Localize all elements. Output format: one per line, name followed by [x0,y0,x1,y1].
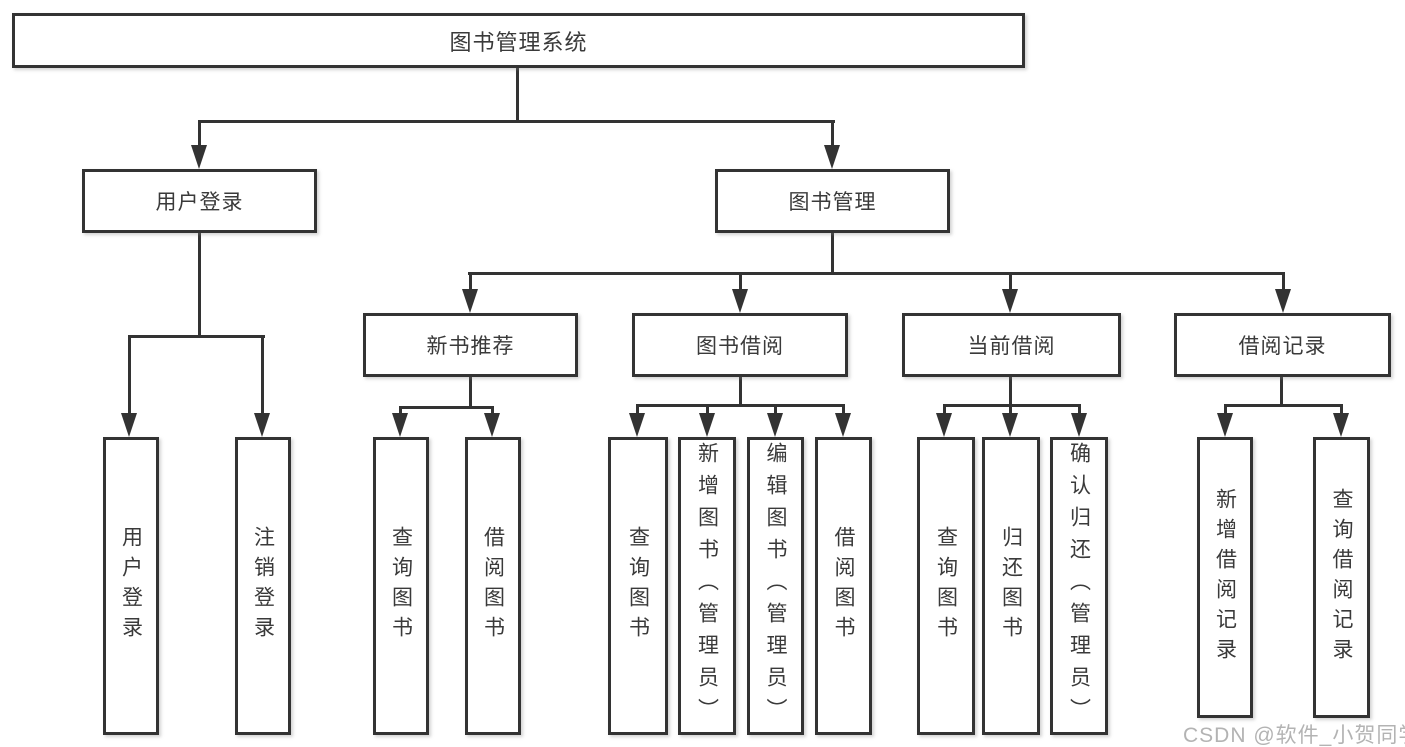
node-label: 图书管理系统 [449,29,588,55]
connector-line [1078,404,1081,416]
arrow-down-icon [392,413,408,437]
arrow-down-icon [936,413,952,437]
leaf-query-books-1: 查询图书 [373,437,429,735]
arrow-down-icon [1002,289,1018,313]
node-book-management: 图书管理 [715,169,950,233]
arrow-down-icon [191,145,207,169]
connector-line [491,406,494,418]
connector-line [1280,377,1283,406]
node-label: 新书推荐 [426,335,515,358]
connector-line [516,68,519,120]
leaf-label: 归还图书 [999,526,1023,646]
connector-line [706,404,709,416]
connector-line [1009,377,1012,406]
arrow-down-icon [824,145,840,169]
arrow-down-icon [835,413,851,437]
node-label: 图书管理 [788,191,877,214]
connector-line [469,272,472,292]
arrow-down-icon [462,289,478,313]
leaf-label: 查询图书 [934,526,958,646]
leaf-add-books-admin: 新增图书（管理员） [678,437,736,735]
node-current-borrow: 当前借阅 [902,313,1121,377]
arrow-down-icon [1275,289,1291,313]
leaf-user-login: 用户登录 [103,437,159,735]
arrow-down-icon [732,289,748,313]
connector-line [1009,272,1012,292]
node-label: 借阅记录 [1238,335,1327,358]
leaf-edit-books-admin: 编辑图书（管理员） [747,437,804,735]
connector-line [636,404,639,416]
leaf-borrow-books-1: 借阅图书 [465,437,521,735]
connector-line [774,404,777,416]
connector-line [1224,404,1343,407]
leaf-label: 查询图书 [626,526,650,646]
connector-line [842,404,845,416]
node-label: 当前借阅 [967,335,1056,358]
leaf-label: 新增图书（管理员） [695,442,719,730]
node-root-system: 图书管理系统 [12,13,1025,68]
leaf-label: 查询图书 [389,526,413,646]
connector-line [831,120,834,148]
connector-line [399,406,494,409]
leaf-query-books-2: 查询图书 [608,437,668,735]
connector-line [128,335,131,417]
arrow-down-icon [1071,413,1087,437]
leaf-label: 查询借阅记录 [1330,487,1353,668]
arrow-down-icon [254,413,270,437]
arrow-down-icon [1217,413,1233,437]
arrow-down-icon [121,413,137,437]
connector-line [261,335,264,417]
connector-line [831,233,834,274]
arrow-down-icon [699,413,715,437]
node-new-book-recommend: 新书推荐 [363,313,578,377]
node-book-borrow: 图书借阅 [632,313,848,377]
leaf-label: 注销登录 [251,526,275,646]
node-user-login: 用户登录 [82,169,317,233]
connector-line [1009,404,1012,416]
connector-line [943,404,1081,407]
node-borrow-record: 借阅记录 [1174,313,1391,377]
arrow-down-icon [629,413,645,437]
leaf-label: 新增借阅记录 [1213,487,1237,668]
leaf-logout: 注销登录 [235,437,291,735]
arrow-down-icon [1002,413,1018,437]
connector-line [636,404,845,407]
leaf-label: 确认归还（管理员） [1067,442,1091,730]
connector-line [469,377,472,408]
leaf-label: 借阅图书 [481,526,505,646]
leaf-label: 用户登录 [119,526,143,646]
leaf-confirm-return-admin: 确认归还（管理员） [1050,437,1108,735]
node-label: 用户登录 [155,191,244,214]
leaf-label: 编辑图书（管理员） [764,442,787,730]
leaf-return-books: 归还图书 [982,437,1040,735]
connector-line [1282,272,1285,292]
leaf-query-books-3: 查询图书 [917,437,975,735]
arrow-down-icon [767,413,783,437]
leaf-label: 借阅图书 [832,526,855,646]
connector-line [468,272,1285,275]
csdn-watermark: CSDN @软件_小贺同学 [1183,724,1405,747]
connector-line [399,406,402,418]
leaf-borrow-books-2: 借阅图书 [815,437,872,735]
leaf-add-borrow-record: 新增借阅记录 [1197,437,1253,718]
connector-line [1340,404,1343,416]
arrow-down-icon [484,413,500,437]
connector-line [198,120,835,123]
connector-line [128,335,265,338]
connector-line [198,120,201,148]
connector-line [739,377,742,406]
connector-line [1224,404,1227,416]
connector-line [198,233,201,335]
arrow-down-icon [1333,413,1349,437]
leaf-query-borrow-record: 查询借阅记录 [1313,437,1370,718]
connector-line [739,272,742,292]
connector-line [943,404,946,416]
node-label: 图书借阅 [696,335,784,358]
